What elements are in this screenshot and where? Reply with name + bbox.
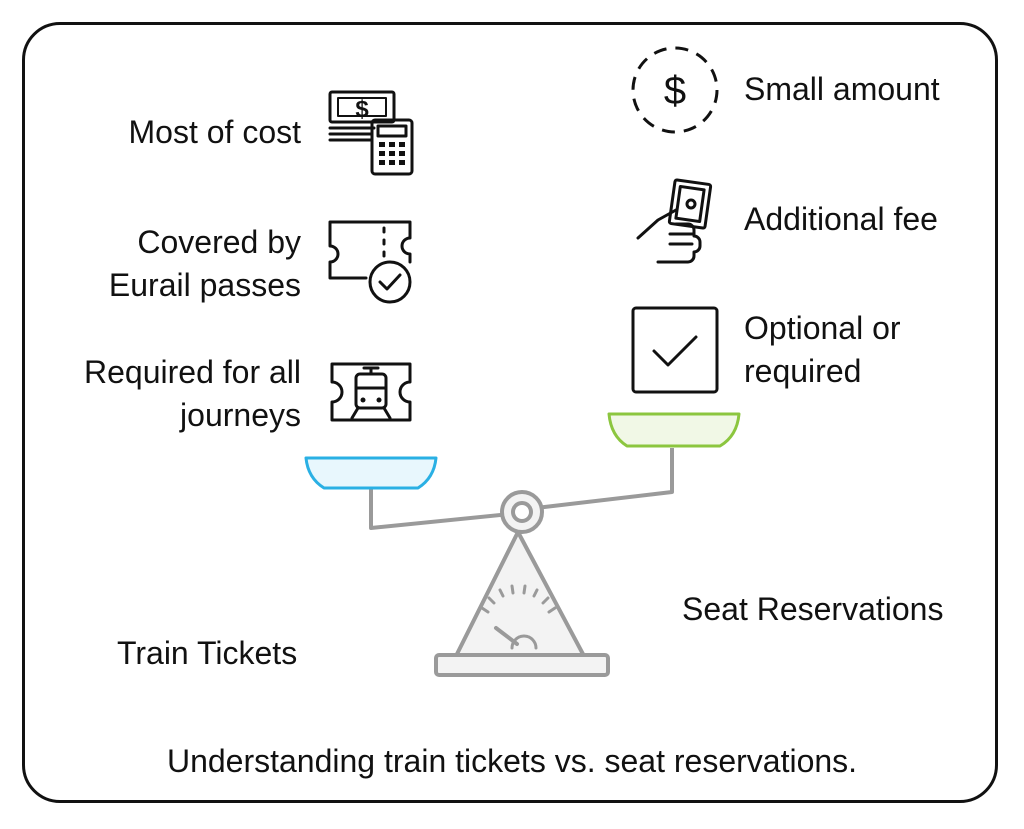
- left-item-most-of-cost: Most of cost: [128, 114, 302, 150]
- dollar-coin-icon: $: [631, 46, 719, 134]
- right-pan: [607, 412, 741, 448]
- right-item-optional-required: Optional or required: [744, 310, 901, 389]
- caption: Understanding train tickets vs. seat res…: [166, 743, 858, 779]
- svg-text:$: $: [664, 69, 686, 113]
- hand-cash-icon: [636, 178, 713, 264]
- money-calculator-icon: $: [328, 90, 414, 176]
- right-arm: [535, 448, 674, 510]
- ticket-check-icon: [328, 220, 412, 304]
- scale-base: [434, 653, 610, 677]
- checkbox-icon: [631, 306, 719, 394]
- left-pan: [304, 456, 438, 490]
- left-arm: [369, 488, 511, 530]
- left-item-covered-by-eurail: Covered by Eurail passes: [108, 224, 301, 303]
- left-item-required-all-journeys: Required for all journeys: [84, 354, 301, 433]
- svg-text:$: $: [355, 96, 369, 123]
- diagram-frame: [22, 22, 998, 803]
- train-tickets-label: Train Tickets: [117, 635, 298, 671]
- seat-reservations-label: Seat Reservations: [682, 591, 944, 627]
- right-item-additional-fee: Additional fee: [744, 201, 938, 237]
- right-item-small-amount: Small amount: [744, 71, 940, 107]
- gauge-icon: [480, 584, 557, 650]
- train-ticket-icon: [330, 362, 412, 422]
